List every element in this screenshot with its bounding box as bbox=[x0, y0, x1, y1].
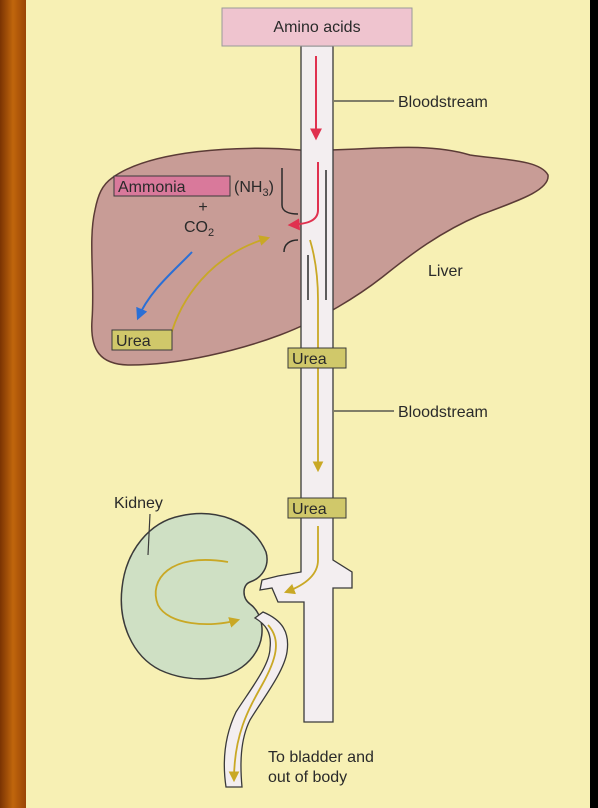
bladder-label-line-1: To bladder and bbox=[268, 749, 374, 766]
urea-label-liver: Urea bbox=[116, 333, 151, 350]
ammonia-label: Ammonia bbox=[118, 179, 186, 196]
kidney-shape bbox=[121, 514, 267, 679]
urea-label-vessel-1: Urea bbox=[292, 351, 327, 368]
right-edge bbox=[590, 0, 598, 808]
kidney-label: Kidney bbox=[114, 495, 163, 512]
liver-label: Liver bbox=[428, 263, 463, 280]
bladder-label-line-2: out of body bbox=[268, 769, 347, 786]
left-decorative-band bbox=[0, 0, 26, 808]
plus-sign: + bbox=[198, 199, 207, 216]
bloodstream-top-label: Bloodstream bbox=[398, 94, 488, 111]
bloodstream-mid-label: Bloodstream bbox=[398, 404, 488, 421]
urea-label-vessel-2: Urea bbox=[292, 501, 327, 518]
amino-acids-label: Amino acids bbox=[273, 19, 360, 36]
